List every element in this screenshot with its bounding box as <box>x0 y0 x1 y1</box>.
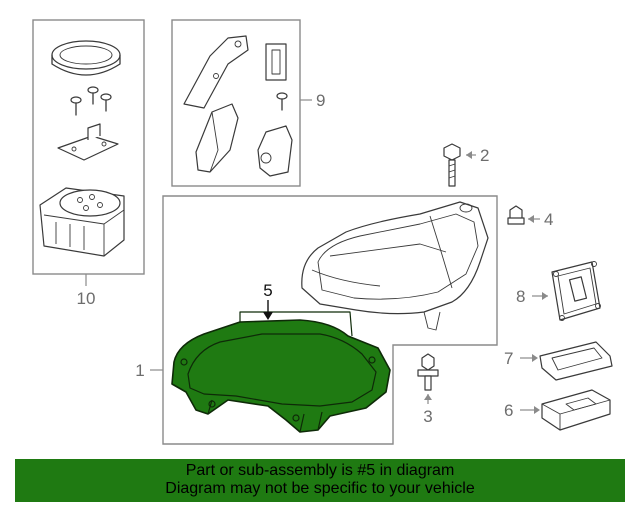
part-1-headlamp-assembly[interactable]: 1 <box>135 195 498 445</box>
exploded-parts-diagram: 10 <box>32 19 613 445</box>
callout-2: 2 <box>480 146 489 165</box>
part-9-box <box>171 19 301 187</box>
callout-4: 4 <box>544 210 553 229</box>
callout-1: 1 <box>135 361 144 380</box>
banner-line-disclaimer: Diagram may not be specific to your vehi… <box>165 480 475 497</box>
bracket-upper-drawing <box>183 35 249 109</box>
callout-9: 9 <box>316 91 325 110</box>
part-8-module[interactable]: 8 <box>516 261 601 321</box>
headlamp-housing-drawing <box>301 201 489 331</box>
part-7-gasket[interactable]: 7 <box>504 341 613 381</box>
label-plate-drawing <box>265 43 287 81</box>
banner-line-part: Part or sub-assembly is #5 in diagram <box>185 462 455 479</box>
part-10-box <box>32 19 145 275</box>
callout-6: 6 <box>504 401 513 420</box>
clip-bracket-drawing <box>257 125 293 177</box>
callout-3: 3 <box>423 407 432 426</box>
part-5-highlighted[interactable] <box>171 311 391 433</box>
callout-10: 10 <box>77 289 96 308</box>
part-6-control-unit[interactable]: 6 <box>504 389 611 431</box>
callout-8: 8 <box>516 287 525 306</box>
callout-5: 5 <box>263 281 272 300</box>
part-4-bolt[interactable]: 4 <box>507 205 553 229</box>
part-9-group[interactable]: 9 <box>171 19 325 187</box>
gasket-ring-drawing <box>51 40 121 76</box>
part-2-bolt[interactable]: 2 <box>443 143 489 187</box>
part-notice-banner: Part or sub-assembly is #5 in diagram Di… <box>15 459 625 502</box>
bracket-lower-drawing <box>195 103 239 173</box>
part-1-box <box>162 195 498 445</box>
bolt-9-drawing <box>276 92 288 111</box>
screws-drawing <box>70 86 112 116</box>
ballast-module-drawing <box>39 187 125 257</box>
callout-7: 7 <box>504 349 513 368</box>
part-3-bolt[interactable]: 3 <box>417 353 439 426</box>
mounting-plate-drawing <box>57 123 119 161</box>
part-10-group[interactable]: 10 <box>32 19 145 308</box>
